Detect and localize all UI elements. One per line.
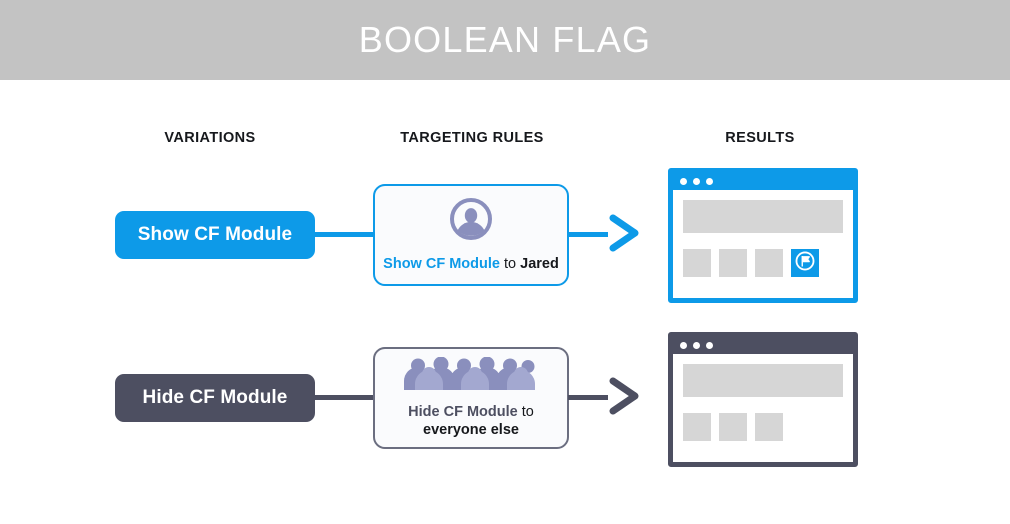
content-tile <box>683 413 711 441</box>
content-tile-row-hide <box>683 413 843 441</box>
browser-body-hide <box>673 354 853 462</box>
result-browser-window-hide[interactable] <box>668 332 858 467</box>
rule-connector-word-show: to <box>504 256 517 272</box>
connector-line-show-variation-to-rule <box>300 232 378 237</box>
page-title: BOOLEAN FLAG <box>358 19 652 60</box>
browser-dot-icon <box>693 342 700 349</box>
targeting-rule-card-hide[interactable]: Hide CF Module to everyone else <box>373 347 569 449</box>
variation-pill-label: Hide CF Module <box>142 387 288 408</box>
column-header-targeting-rules: TARGETING RULES <box>400 130 544 146</box>
column-header-results: RESULTS <box>725 130 795 146</box>
rule-target-label-hide: everyone else <box>423 422 519 438</box>
targeting-rule-text-hide: Hide CF Module to everyone else <box>408 403 534 439</box>
connector-line-show-rule-to-result <box>568 232 608 237</box>
browser-dot-icon <box>693 178 700 185</box>
rule-connector-word-hide: to <box>521 404 534 420</box>
header-band: BOOLEAN FLAG <box>0 0 1010 80</box>
single-person-icon <box>449 197 493 246</box>
browser-dot-icon <box>680 342 687 349</box>
content-placeholder-block <box>683 200 843 233</box>
browser-titlebar-show <box>673 173 853 190</box>
browser-titlebar-hide <box>673 337 853 354</box>
content-placeholder-block <box>683 364 843 397</box>
variation-pill-label: Show CF Module <box>137 224 293 245</box>
connector-line-hide-rule-to-result <box>568 395 608 400</box>
crowd-of-people-icon <box>401 356 541 396</box>
targeting-rule-text-show: Show CF Module to Jared <box>383 255 559 273</box>
cf-flag-icon <box>794 250 816 277</box>
arrow-show-to-result-icon <box>605 212 647 259</box>
targeting-rule-card-show[interactable]: Show CF Module to Jared <box>373 184 569 286</box>
content-tile <box>719 249 747 277</box>
browser-dot-icon <box>680 178 687 185</box>
variation-pill-show-cf-module[interactable]: Show CF Module <box>115 211 315 259</box>
rule-flag-label-show: Show CF Module <box>383 256 500 272</box>
result-browser-window-show[interactable] <box>668 168 858 303</box>
rule-flag-label-hide: Hide CF Module <box>408 404 518 420</box>
content-tile <box>755 249 783 277</box>
content-tile <box>755 413 783 441</box>
column-header-variations: VARIATIONS <box>164 130 256 146</box>
content-tile <box>683 249 711 277</box>
browser-dot-icon <box>706 342 713 349</box>
variation-pill-hide-cf-module[interactable]: Hide CF Module <box>115 374 315 422</box>
connector-line-hide-variation-to-rule <box>300 395 375 400</box>
content-tile-row-show <box>683 249 843 277</box>
browser-body-show <box>673 190 853 298</box>
cf-module-tile[interactable] <box>791 249 819 277</box>
arrow-hide-to-result-icon <box>605 375 647 422</box>
browser-dot-icon <box>706 178 713 185</box>
content-tile <box>719 413 747 441</box>
rule-target-label-show: Jared <box>520 256 559 272</box>
